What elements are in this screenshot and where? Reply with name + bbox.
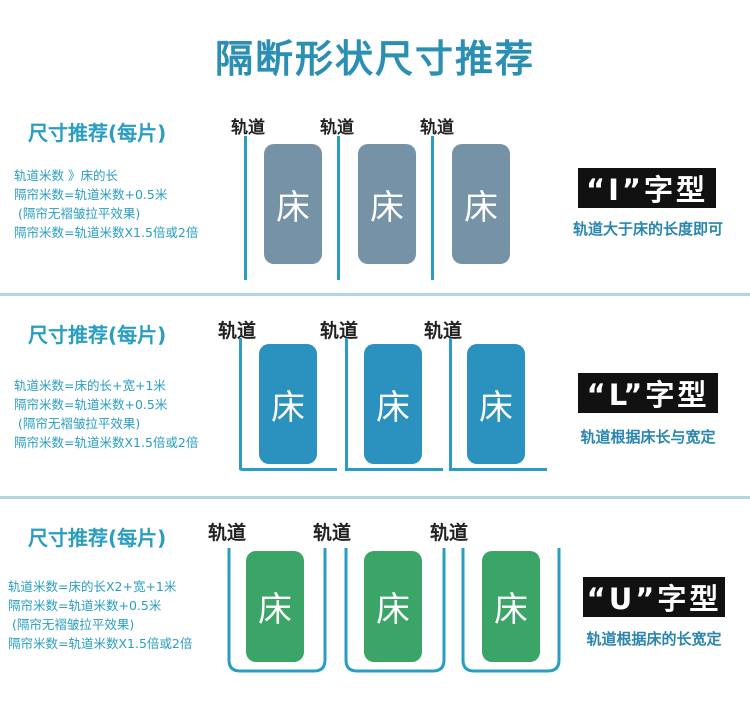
track-label: 轨道 bbox=[231, 118, 265, 138]
section-divider bbox=[0, 293, 750, 296]
section-divider bbox=[0, 496, 750, 499]
section-u-heading: 尺寸推荐(每片) bbox=[28, 526, 167, 550]
bed: 床 bbox=[259, 344, 317, 464]
track-label: 轨道 bbox=[320, 118, 354, 138]
section-l-heading: 尺寸推荐(每片) bbox=[28, 323, 167, 347]
shape-caption-l: 轨道根据床长与宽定 bbox=[580, 428, 716, 446]
track-rail bbox=[239, 338, 242, 470]
shape-badge-l: “L”字型 bbox=[578, 373, 718, 413]
note-line: (隔帘无褶皱拉平效果) bbox=[18, 416, 141, 431]
track-label: 轨道 bbox=[218, 320, 257, 342]
bed: 床 bbox=[364, 551, 422, 662]
note-line: 隔帘米数=轨道米数X1.5倍或2倍 bbox=[8, 636, 193, 651]
bed: 床 bbox=[246, 551, 304, 662]
note-line: 轨道米数=床的长+宽+1米 bbox=[14, 378, 166, 393]
shape-caption-i: 轨道大于床的长度即可 bbox=[572, 220, 723, 238]
track-rail bbox=[449, 468, 547, 471]
track-label: 轨道 bbox=[420, 118, 454, 138]
note-line: 隔帘米数=轨道米数X1.5倍或2倍 bbox=[14, 225, 199, 240]
track-rail bbox=[345, 468, 443, 471]
track-label: 轨道 bbox=[430, 522, 469, 544]
section-l-notes: 轨道米数=床的长+宽+1米 隔帘米数=轨道米数+0.5米 (隔帘无褶皱拉平效果)… bbox=[14, 376, 198, 452]
track-rail bbox=[239, 468, 337, 471]
shape-caption-u: 轨道根据床的长宽定 bbox=[586, 630, 722, 648]
note-line: 隔帘米数=轨道米数+0.5米 bbox=[8, 598, 162, 613]
track-label: 轨道 bbox=[208, 522, 247, 544]
track-rail bbox=[345, 338, 348, 470]
note-line: 隔帘米数=轨道米数+0.5米 bbox=[14, 397, 168, 412]
note-line: 隔帘米数=轨道米数+0.5米 bbox=[14, 187, 168, 202]
bed: 床 bbox=[482, 551, 540, 662]
bed: 床 bbox=[467, 344, 525, 464]
track-rail bbox=[337, 136, 340, 280]
track-rail bbox=[431, 136, 434, 280]
note-line: 轨道米数 》床的长 bbox=[14, 168, 118, 183]
section-i-notes: 轨道米数 》床的长 隔帘米数=轨道米数+0.5米 (隔帘无褶皱拉平效果) 隔帘米… bbox=[14, 166, 198, 242]
section-i-heading: 尺寸推荐(每片) bbox=[28, 121, 167, 145]
shape-badge-i: “I”字型 bbox=[578, 168, 716, 208]
shape-badge-u: “U”字型 bbox=[583, 577, 725, 617]
note-line: (隔帘无褶皱拉平效果) bbox=[18, 206, 141, 221]
page-title: 隔断形状尺寸推荐 bbox=[214, 37, 535, 81]
bed: 床 bbox=[358, 144, 416, 264]
track-rail bbox=[344, 548, 446, 673]
track-label: 轨道 bbox=[313, 522, 352, 544]
track-rail bbox=[227, 548, 327, 673]
track-rail bbox=[449, 338, 452, 470]
bed: 床 bbox=[364, 344, 422, 464]
note-line: (隔帘无褶皱拉平效果) bbox=[12, 617, 135, 632]
bed: 床 bbox=[264, 144, 322, 264]
track-rail bbox=[461, 548, 561, 673]
bed: 床 bbox=[452, 144, 510, 264]
track-label: 轨道 bbox=[424, 320, 463, 342]
section-u-notes: 轨道米数=床的长X2+宽+1米 隔帘米数=轨道米数+0.5米 (隔帘无褶皱拉平效… bbox=[8, 577, 192, 653]
track-label: 轨道 bbox=[320, 320, 359, 342]
note-line: 隔帘米数=轨道米数X1.5倍或2倍 bbox=[14, 435, 199, 450]
note-line: 轨道米数=床的长X2+宽+1米 bbox=[8, 579, 177, 594]
track-rail bbox=[244, 136, 247, 280]
